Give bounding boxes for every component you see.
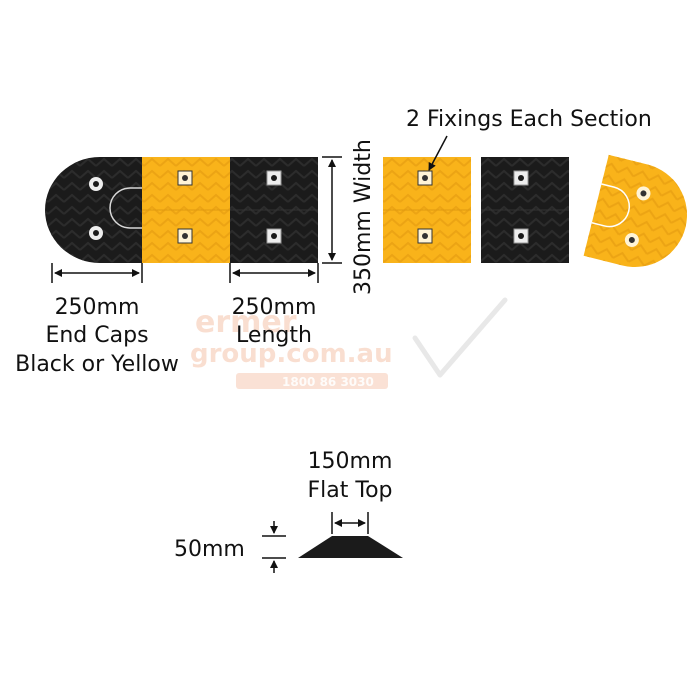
endcap-fixing-icon: [624, 232, 639, 247]
length-size-label: 250mm: [232, 295, 317, 320]
endcap-caps-label: End Caps: [45, 323, 148, 348]
loose-endcap-yellow: [583, 154, 687, 267]
endcap-dimension: 250mm End Caps Black or Yellow: [15, 263, 179, 377]
watermark-phone: 1800 86 3030: [282, 375, 374, 389]
watermark-phone-bar: [236, 373, 388, 389]
width-label: 350mm Width: [351, 139, 376, 295]
loose-section-yellow: [383, 157, 471, 263]
fixing-icon: [513, 228, 529, 244]
fixing-icon: [513, 170, 529, 186]
watermark-tick-icon: [412, 297, 508, 378]
fixing-icon: [177, 170, 193, 186]
flat-top-size-label: 150mm: [308, 449, 393, 474]
fixings-label: 2 Fixings Each Section: [406, 107, 652, 132]
length-dimension: 250mm Length: [229, 263, 319, 348]
section-black: [230, 157, 318, 263]
watermark-line1: ermer: [195, 305, 297, 340]
fixing-icon: [266, 170, 282, 186]
hump-profile: [298, 536, 403, 558]
length-word-label: Length: [236, 323, 312, 348]
watermark: ermer group.com.au 1800 86 3030: [190, 297, 508, 389]
endcap-fixing-icon: [636, 186, 651, 201]
endcap-colour-label: Black or Yellow: [15, 352, 179, 377]
loose-section-black: [481, 157, 569, 263]
watermark-line2: group.com.au: [190, 339, 393, 369]
profile-view: 150mm Flat Top 50mm: [174, 449, 403, 573]
endcap-size-label: 250mm: [55, 295, 140, 320]
width-dimension: 350mm Width: [322, 139, 376, 295]
section-yellow: [142, 157, 230, 263]
fixings-callout: 2 Fixings Each Section: [406, 107, 652, 171]
fixing-icon: [266, 228, 282, 244]
endcap-fixing-icon: [89, 226, 103, 240]
fixing-icon: [177, 228, 193, 244]
flat-top-word-label: Flat Top: [308, 478, 393, 503]
fixing-icon: [417, 170, 433, 186]
left-endcap-black: [45, 157, 142, 263]
height-label: 50mm: [174, 537, 245, 562]
fixing-icon: [417, 228, 433, 244]
endcap-fixing-icon: [89, 177, 103, 191]
